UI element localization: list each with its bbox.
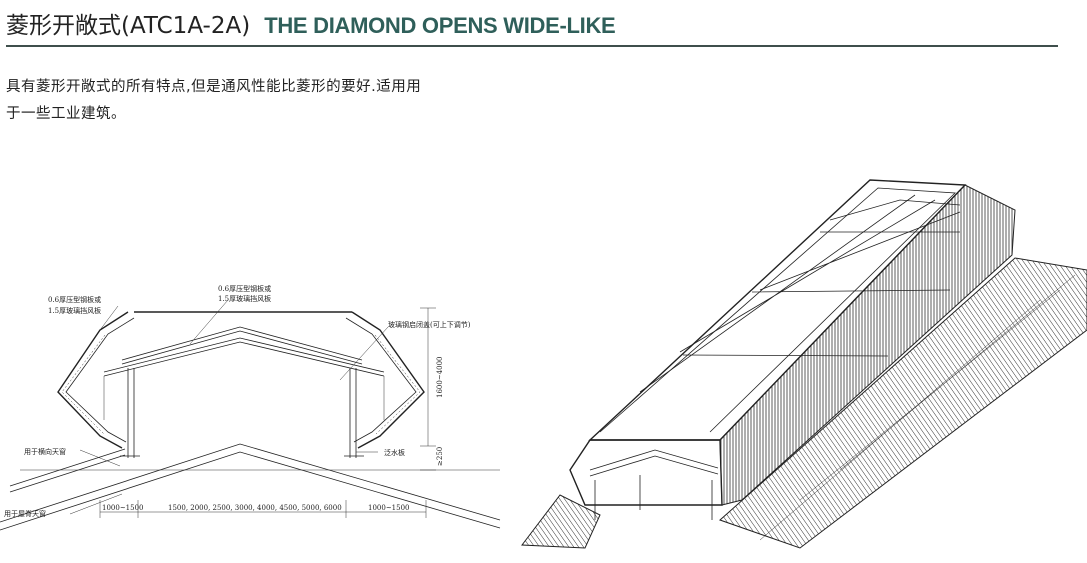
- front-gable: [569, 439, 723, 520]
- description-line-1: 具有菱形开敞式的所有特点,但是通风性能比菱形的要好.适用用: [6, 79, 422, 95]
- header-divider: [6, 45, 1058, 47]
- label-horizontal-skylight: 用于横向天窗: [24, 447, 66, 456]
- side-wall: [719, 184, 1016, 506]
- label-flashing: 泛水板: [384, 448, 405, 457]
- label-ridge-skylight: 用于屋脊天窗: [4, 509, 46, 518]
- dim-right: 1000~1500: [368, 504, 410, 512]
- dim-height: 1600~4000: [436, 357, 444, 399]
- dim-left: 1000~1500: [102, 504, 144, 512]
- label-top-panel-1: 0.6厚压型钢板或: [218, 284, 271, 293]
- dim-center: 1500, 2000, 2500, 3000, 4000, 4500, 5000…: [168, 504, 342, 512]
- dimension-lines: [99, 307, 436, 518]
- label-top-panel-2: 1.5厚玻璃挡风板: [218, 294, 271, 303]
- label-hatch: 玻璃钢启闭盖(可上下调节): [388, 320, 471, 329]
- top-cover: [103, 311, 385, 377]
- left-wind-baffle: [57, 311, 135, 449]
- description-line-2: 于一些工业建筑。: [6, 106, 126, 122]
- label-left-panel-1: 0.6厚压型钢板或: [48, 295, 101, 304]
- section-drawing: 0.6厚压型钢板或 1.5厚玻璃挡风板 0.6厚压型钢板或 1.5厚玻璃挡风板 …: [0, 284, 501, 531]
- roof-plane-left: [521, 494, 601, 549]
- page-subtitle: THE DIAMOND OPENS WIDE-LIKE: [264, 13, 616, 38]
- label-left-panel-2: 1.5厚玻璃挡风板: [48, 306, 101, 315]
- roof-slope: [0, 443, 501, 531]
- roof-plane-right: [719, 257, 1087, 549]
- leader-lines: [69, 299, 389, 515]
- header: 菱形开敞式(ATC1A-2A) THE DIAMOND OPENS WIDE-LI…: [6, 6, 616, 42]
- description: 具有菱形开敞式的所有特点,但是通风性能比菱形的要好.适用用 于一些工业建筑。: [6, 74, 421, 128]
- frame-posts: [103, 368, 385, 458]
- dim-curb: ≥250: [436, 447, 444, 466]
- right-wind-baffle: [345, 311, 425, 449]
- skylight-frame: [588, 179, 967, 441]
- page-title: 菱形开敞式(ATC1A-2A): [6, 13, 251, 39]
